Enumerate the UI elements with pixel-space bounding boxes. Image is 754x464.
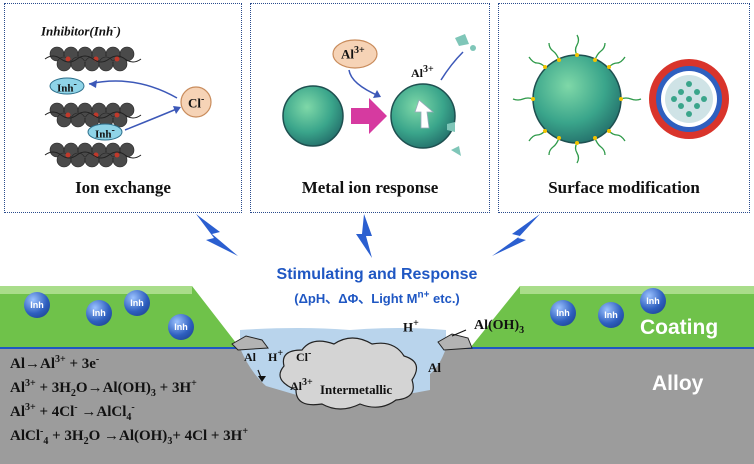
exchange-arrow-top xyxy=(88,80,178,99)
ion-exchange-panel: Inhibitor(Inh-) Inh- Inh- Cl- Ion exchan… xyxy=(4,3,242,213)
cl-left: Cl- xyxy=(296,348,312,364)
fragment-1 xyxy=(455,34,469,46)
inh-badge-2: Inh- xyxy=(95,125,115,141)
lightning-left-icon xyxy=(196,214,238,256)
h-plus-left: H+ xyxy=(268,348,284,364)
lightning-right-icon xyxy=(492,214,540,256)
surface-modification-panel: Surface modification xyxy=(498,3,750,213)
ldh-row-1 xyxy=(49,46,135,72)
stimulus-subtitle: (ΔpH、ΔΦ、Light Mn+ etc.) xyxy=(294,289,460,306)
inh-badge-1: Inh- xyxy=(57,79,77,95)
surface-modification-title: Surface modification xyxy=(548,178,700,197)
chloride-label: Cl- xyxy=(188,94,205,111)
metal-ion-title: Metal ion response xyxy=(301,178,439,197)
metal-ion-panel: Al3+ Al3+ Metal ion response xyxy=(250,3,490,213)
inhibitor-label: Inhibitor(Inh-) xyxy=(41,22,121,39)
release-arrow xyxy=(414,99,435,129)
intermetallic-particle xyxy=(279,337,418,410)
intermetallic-label: Intermetallic xyxy=(320,382,393,397)
inh-ball: Inh xyxy=(124,290,150,316)
equation-1: Al→Al3+ + 3e- xyxy=(10,354,100,372)
inh-ball: Inh xyxy=(86,300,112,326)
al-right-label: Al xyxy=(428,360,441,375)
al-left-label: Al xyxy=(244,350,256,364)
inh-ball: Inh xyxy=(24,292,50,318)
chloride-circle xyxy=(180,86,212,118)
ion-exchange-title: Ion exchange xyxy=(75,178,171,197)
coating-label: Coating xyxy=(640,316,719,339)
metal-ion-illustration xyxy=(282,34,476,156)
nanoparticle-left xyxy=(282,85,344,147)
ion-exchange-illustration xyxy=(44,46,212,168)
alloy-label: Alloy xyxy=(652,372,704,395)
al-ion-bubble xyxy=(332,39,378,69)
inh-ellipse-1 xyxy=(49,77,85,95)
transform-arrow xyxy=(351,98,387,134)
al-release-label: Al3+ xyxy=(411,64,434,80)
inh-ball: Inh xyxy=(598,302,624,328)
inh-ball: Inh xyxy=(640,288,666,314)
aloh3-label: Al(OH)3 xyxy=(474,318,525,336)
deposit-left xyxy=(231,335,269,351)
equation-3: Al3+ + 4Cl- →AlCl4- xyxy=(10,402,135,423)
equation-4: AlCl-4 + 3H2O →Al(OH)3+ 4Cl + 3H+ xyxy=(10,426,249,447)
surface-modification-illustration xyxy=(512,34,729,164)
al3-center: Al3+ xyxy=(290,377,313,393)
lightning-center-icon xyxy=(356,214,372,258)
inh-ellipse-2 xyxy=(87,123,123,141)
deposit-right xyxy=(437,333,473,351)
al-bubble-label: Al3+ xyxy=(341,45,365,62)
equation-2: Al3+ + 3H2O→Al(OH)3 + 3H+ xyxy=(10,378,197,399)
h-plus-right: H+ xyxy=(403,318,419,335)
stimulus-title: Stimulating and Response xyxy=(276,266,478,283)
inh-ball: Inh xyxy=(168,314,194,340)
inh-ball: Inh xyxy=(550,300,576,326)
